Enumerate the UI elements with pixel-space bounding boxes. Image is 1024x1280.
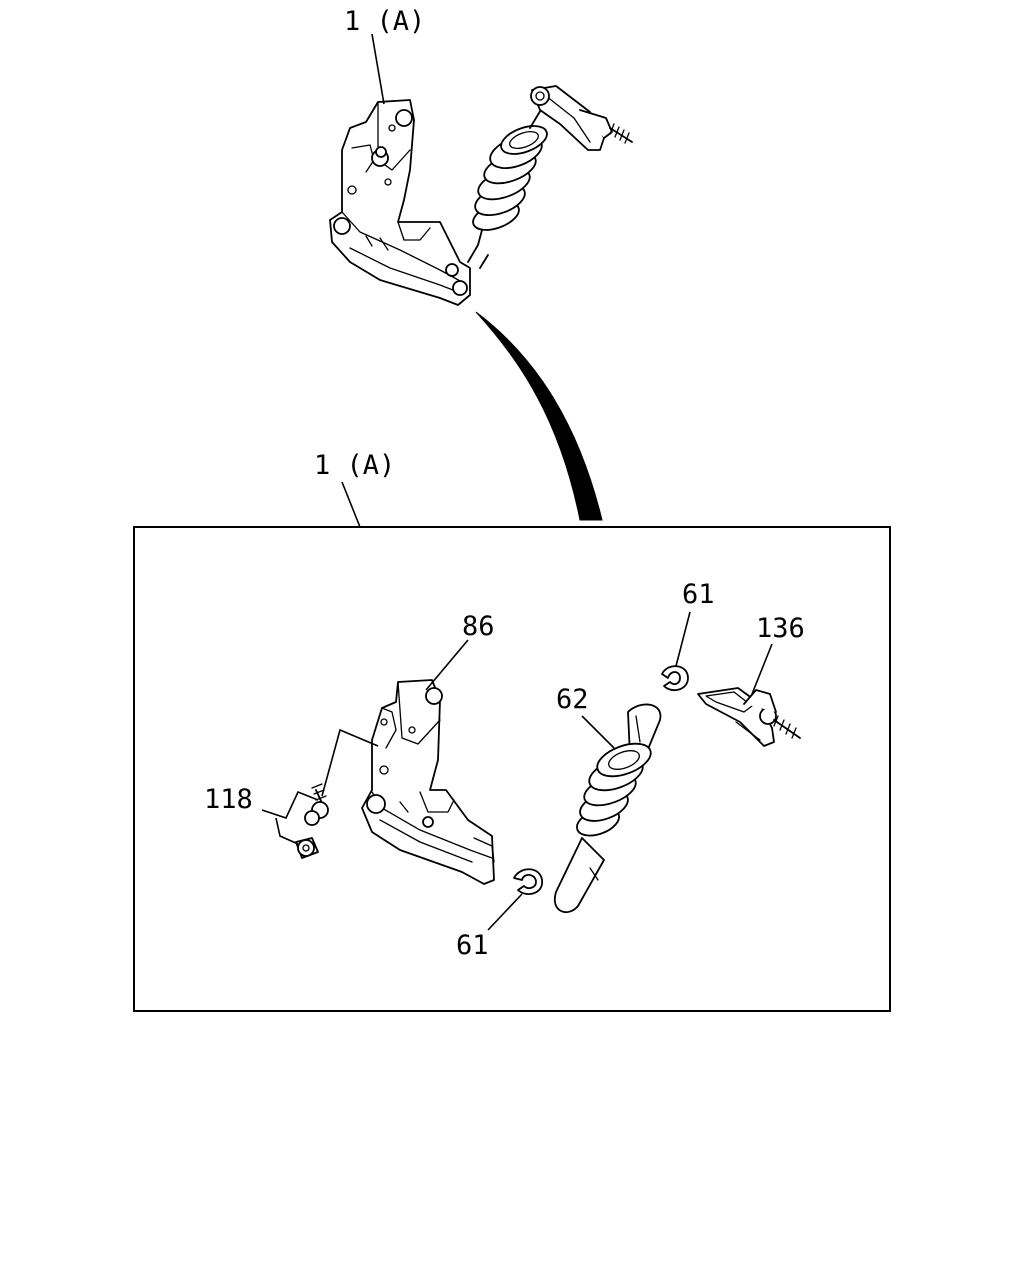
assembled-unit	[329, 85, 633, 306]
spring-62	[553, 703, 662, 914]
leader-detail-box	[341, 481, 361, 528]
detail-box-frame	[133, 526, 891, 1012]
callout-lever: 136	[756, 613, 805, 644]
lever-136	[697, 687, 801, 747]
assembled-spring	[467, 125, 548, 269]
leader-lever	[751, 643, 773, 695]
assembled-lever	[530, 85, 633, 151]
leader-clip-lower	[487, 893, 523, 931]
leader-bracket	[425, 639, 469, 691]
callout-bracket: 86	[462, 611, 495, 642]
callout-clip-lower: 61	[456, 930, 489, 961]
callout-spring: 62	[556, 684, 589, 715]
leader-clip-upper	[675, 611, 691, 667]
clip-61-lower	[513, 868, 543, 895]
leader-bolt-line	[321, 728, 379, 797]
bolts-118	[295, 783, 329, 859]
clip-61-upper	[661, 665, 689, 692]
detail-arrow	[475, 311, 603, 521]
callout-top-assembly: 1 (A)	[344, 6, 425, 37]
bracket-86	[361, 679, 495, 885]
leader-top-assembly	[371, 33, 385, 105]
callout-bolts: 118	[204, 784, 253, 815]
callout-detail-box: 1 (A)	[314, 450, 395, 481]
leader-spring	[581, 715, 615, 749]
leader-bolts-a	[261, 790, 319, 819]
leader-bolts-b	[275, 817, 299, 845]
callout-clip-upper: 61	[682, 579, 715, 610]
